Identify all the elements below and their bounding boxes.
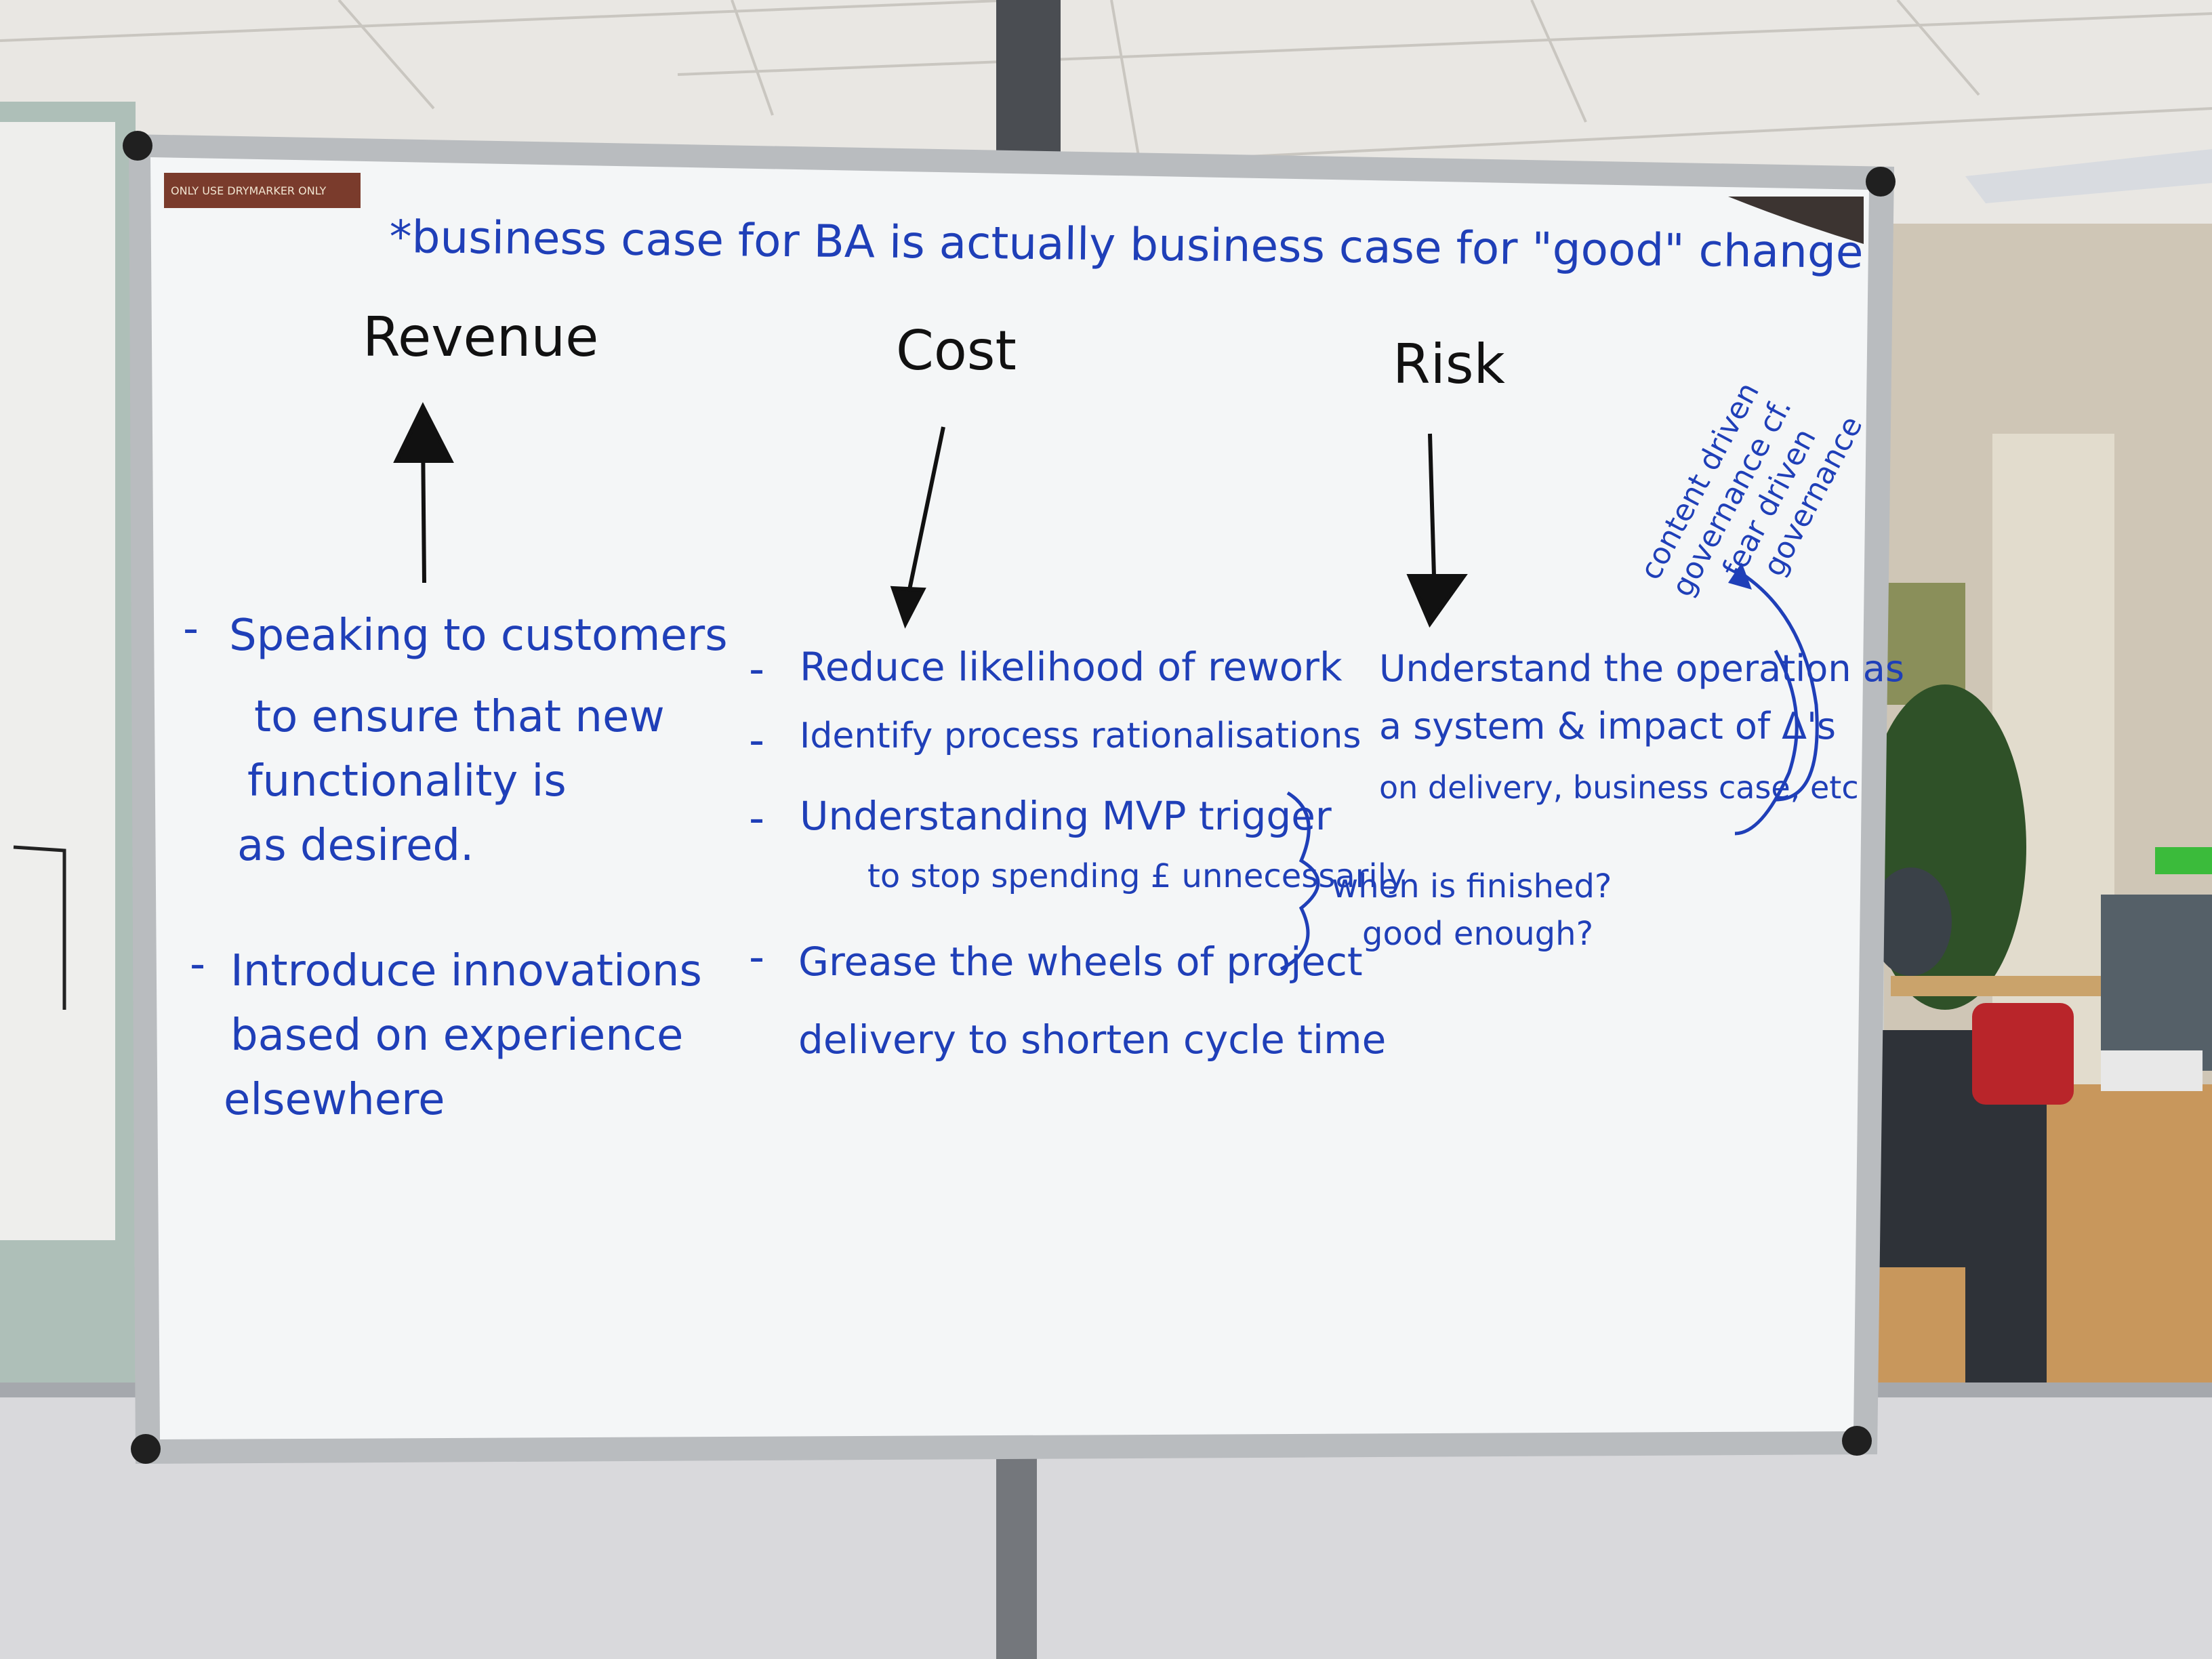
frame-corner-bottom-left	[131, 1434, 161, 1464]
desk-phone	[2101, 1050, 2203, 1091]
revenue-bullet-1-line-4: as desired.	[237, 821, 474, 871]
whiteboard-surface	[150, 157, 1869, 1439]
board-smudge	[1728, 197, 1864, 244]
revenue-bullet-dash: -	[183, 604, 199, 654]
flipchart-drawing	[13, 845, 66, 1010]
cost-down-arrow	[890, 426, 945, 629]
risk-arrow-head	[1728, 562, 1752, 590]
revenue-bullet-dash-2: -	[190, 939, 206, 989]
cost-bullet-dash-1: -	[749, 644, 765, 695]
office-desk-top	[1891, 976, 2108, 996]
green-file	[2155, 847, 2212, 874]
office-window	[1884, 583, 1965, 705]
revenue-bullet-2-line-2: based on experience	[230, 1010, 684, 1061]
frame-corner-bottom-right	[1842, 1426, 1872, 1456]
cost-bullet-4-line-2: delivery to shorten cycle time	[798, 1017, 1387, 1063]
cost-heading: Cost	[896, 319, 1017, 382]
cost-bullet-dash-4: -	[749, 933, 765, 983]
cost-bullet-4-line-1: Grease the wheels of project	[798, 939, 1363, 985]
cost-bullet-dash-2: -	[749, 716, 765, 766]
risk-body-line-1: Understand the operation as	[1379, 647, 1904, 690]
cost-bullet-3-line-1: Understanding MVP trigger	[800, 793, 1332, 839]
revenue-bullet-1-line-1: Speaking to customers	[229, 611, 728, 661]
cost-side-note-line-2: good enough?	[1362, 915, 1594, 953]
frame-corner-top-right	[1866, 167, 1896, 197]
risk-body-line-2: a system & impact of Δ's	[1379, 705, 1837, 747]
window-mullion	[996, 0, 1061, 169]
cost-bracket	[1279, 791, 1320, 971]
red-bin	[1972, 1003, 2074, 1105]
revenue-bullet-1-line-3: functionality is	[247, 756, 567, 806]
cost-bullet-2: Identify process rationalisations	[800, 716, 1361, 756]
frame-corner-top-left	[123, 131, 152, 161]
board-sticker-text: ONLY USE DRYMARKER ONLY	[171, 184, 326, 197]
revenue-bullet-2-line-3: elsewhere	[224, 1075, 445, 1125]
revenue-bullet-1-line-2: to ensure that new	[254, 692, 665, 742]
board-sticker	[164, 173, 361, 208]
risk-heading: Risk	[1393, 333, 1505, 396]
revenue-up-arrow	[393, 402, 454, 583]
flipchart	[0, 122, 115, 1240]
cost-bullet-dash-3: -	[749, 794, 765, 844]
person-head	[1870, 867, 1952, 976]
office-cabinet	[2047, 1084, 2212, 1382]
cost-bullet-3-line-2: to stop spending £ unnecessarily	[867, 857, 1406, 895]
risk-down-arrow	[1406, 433, 1468, 628]
risk-body-line-3: on delivery, business case, etc	[1379, 769, 1859, 806]
partition-post	[996, 1437, 1037, 1659]
risk-bracket	[1734, 649, 1799, 836]
revenue-heading: Revenue	[363, 306, 599, 369]
cost-side-note-line-1: when is finished?	[1332, 867, 1612, 905]
cost-bullet-1: Reduce likelihood of rework	[800, 644, 1343, 690]
risk-curved-arrow	[1734, 567, 1819, 802]
office-desk-front	[1870, 1267, 1965, 1382]
ceiling-tile-grid	[0, 0, 2212, 164]
revenue-bullet-2-line-1: Introduce innovations	[230, 946, 702, 996]
monitor	[2101, 895, 2212, 1071]
